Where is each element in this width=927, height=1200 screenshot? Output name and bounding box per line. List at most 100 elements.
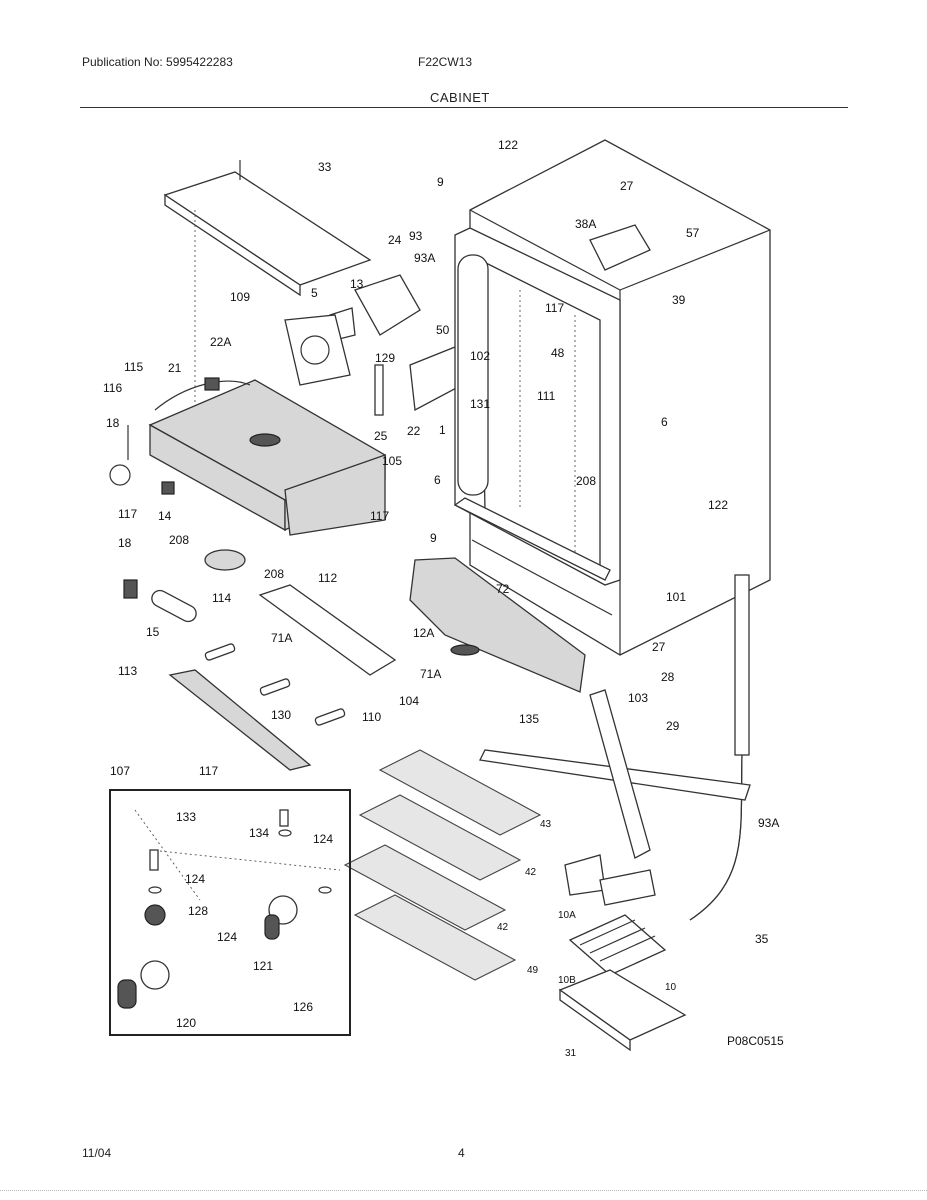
callout-112: 112 [318,571,337,585]
footer-date: 11/04 [82,1146,112,1160]
callout-10b: 10B [558,975,576,986]
header-rule [80,107,848,108]
callout-122-right: 122 [708,498,728,512]
publication-number: Publication No: 5995422283 [82,55,233,69]
fan-shroud-109 [284,314,384,416]
callout-18-lower: 18 [118,536,132,550]
callout-5: 5 [311,286,318,300]
top-hinge-57 [589,224,651,271]
callout-27-top: 27 [620,179,634,193]
callout-120: 120 [176,1016,196,1030]
callout-93: 93 [409,229,423,243]
callout-128: 128 [188,904,208,918]
callout-43: 43 [540,819,552,830]
callout-14: 14 [158,509,172,523]
section-title: CABINET [430,90,490,105]
bottom-hinge-10A [564,854,656,906]
drain-tube-29 [689,574,750,921]
callout-208-b: 208 [264,567,284,581]
callout-117-a: 117 [118,507,137,521]
callout-109: 109 [230,290,250,304]
callout-22a: 22A [210,335,231,349]
callout-124-a: 124 [313,832,333,846]
callout-18-upper: 18 [106,416,120,430]
callout-25: 25 [374,429,388,443]
grille-112 [258,584,397,676]
callout-10: 10 [665,982,677,993]
callout-71a-right: 71A [420,667,441,681]
callout-126: 126 [293,1000,313,1014]
callout-208-c: 208 [576,474,596,488]
bottom-dotted-border [0,1190,927,1192]
callout-24: 24 [388,233,402,247]
callout-110: 110 [362,710,381,724]
callout-48: 48 [551,346,565,360]
callout-208-a: 208 [169,533,189,547]
support-bar-135 [479,689,751,859]
callout-42-b: 42 [497,922,509,933]
callout-130: 130 [271,708,291,722]
callout-104: 104 [399,694,419,708]
callout-124-b: 124 [185,872,205,886]
callout-13: 13 [350,277,364,291]
top-cover-33 [163,160,372,450]
callout-6-left: 6 [434,473,441,487]
callout-15: 15 [146,625,160,639]
callout-35: 35 [755,932,769,946]
callout-117-d: 117 [545,301,564,315]
callout-71a-left: 71A [271,631,292,645]
callout-134: 134 [249,826,269,840]
callout-131: 131 [470,397,490,411]
callout-124-c: 124 [217,930,237,944]
callout-107: 107 [110,764,130,778]
callout-114: 114 [212,591,231,605]
callout-21: 21 [168,361,182,375]
door-gasket-6 [453,254,611,581]
callout-115: 115 [124,360,143,374]
callout-102: 102 [470,349,490,363]
callout-27-bottom: 27 [652,640,666,654]
callout-105: 105 [382,454,402,468]
callout-121: 121 [253,959,273,973]
callout-117-c: 117 [199,764,218,778]
callout-1: 1 [439,423,446,437]
exploded-parts-diagram: 33 24 93 93A 13 5 50 109 22A 129 115 21 … [103,138,784,1059]
callout-39: 39 [672,293,686,307]
callout-103: 103 [628,691,648,705]
callout-12a: 12A [413,626,434,640]
callout-93a: 93A [414,251,435,265]
callout-6-right: 6 [661,415,668,429]
kickplate-72 [409,557,586,693]
callout-42-a: 42 [525,867,537,878]
callout-38a: 38A [575,217,596,231]
callout-72: 72 [496,582,510,596]
callout-135: 135 [519,712,539,726]
evaporator-cover-105 [148,377,387,536]
callout-116: 116 [103,381,122,395]
callout-49: 49 [527,965,539,976]
callout-10a: 10A [558,910,576,921]
wire-shelves [343,749,542,981]
callout-50: 50 [436,323,450,337]
callout-labels: 33 24 93 93A 13 5 50 109 22A 129 115 21 … [103,138,784,1059]
callout-101: 101 [666,590,686,604]
callout-33: 33 [318,160,332,174]
cabinet-body [454,139,771,656]
callout-93a-right: 93A [758,816,779,830]
callout-113: 113 [118,664,137,678]
drain-pan-31 [558,969,687,1052]
callout-31: 31 [565,1048,577,1059]
defrost-heater-10 [568,914,667,976]
caster-kit-107 [109,789,351,1036]
callout-57: 57 [686,226,700,240]
callout-28: 28 [661,670,675,684]
callout-9-top: 9 [437,175,444,189]
callout-133: 133 [176,810,196,824]
callout-9-bottom: 9 [430,531,437,545]
callout-122-top: 122 [498,138,518,152]
callout-22: 22 [407,424,421,438]
model-number: F22CW13 [418,55,473,69]
callout-111: 111 [537,389,556,403]
callout-129: 129 [375,351,395,365]
diagram-code: P08C0515 [727,1034,784,1048]
